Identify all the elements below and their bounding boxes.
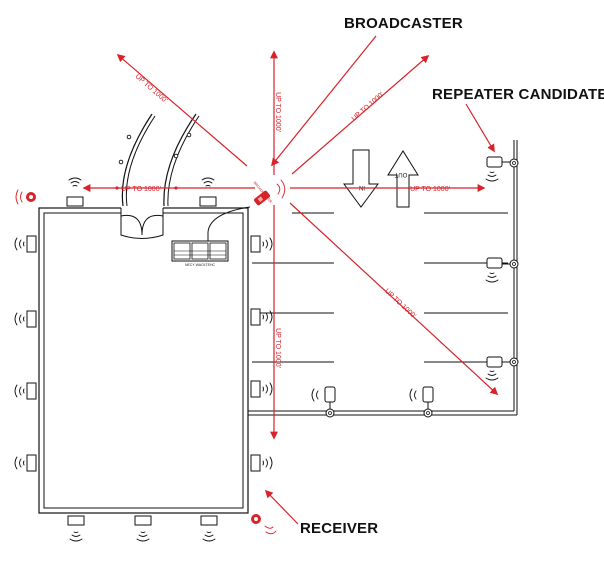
sensor-left-4 — [14, 454, 37, 472]
range-up-label: UP TO 1000' — [274, 92, 281, 132]
lot-sensors — [311, 386, 434, 418]
sensor-left-1 — [14, 235, 37, 253]
panel-caption: NECY WAOLTEHC — [185, 263, 216, 267]
repeater-candidate-label: REPEATER CANDIDATE — [432, 86, 604, 103]
in-label: IN — [359, 184, 365, 190]
sensor-bottom-2 — [134, 515, 152, 542]
out-arrow: OUT — [387, 150, 419, 208]
callouts: BROADCASTER REPEATER CANDIDATE RECEIVER — [264, 15, 604, 537]
gate-left — [118, 113, 156, 207]
sensor-top-2 — [199, 177, 217, 207]
repeater-candidates — [485, 156, 519, 381]
broadcaster-label: BROADCASTER — [344, 15, 463, 32]
receiver-top-left — [15, 189, 36, 205]
lot-sensor-1 — [311, 386, 336, 418]
sensor-left-2 — [14, 310, 37, 328]
sensor-bottom-3 — [200, 515, 218, 542]
receiver-label: RECEIVER — [300, 520, 378, 537]
range-upper-left-label: UP TO 1000' — [134, 73, 169, 104]
parking-lot — [248, 140, 518, 416]
sensor-right-1 — [250, 235, 273, 253]
control-panel: NECY WAOLTEHC — [171, 206, 251, 267]
out-label: OUT — [394, 171, 407, 177]
sensor-bottom-1 — [67, 515, 85, 542]
broadcaster-device: BROADCASTER — [253, 179, 286, 206]
sensor-left-3 — [14, 382, 37, 400]
repeater-2 — [485, 257, 519, 283]
sensor-top-1 — [66, 177, 84, 207]
range-upper-right-label: UP TO 1000' — [351, 91, 386, 122]
receiver-bottom-right — [251, 514, 277, 535]
lot-sensor-2 — [409, 386, 434, 418]
repeater-1 — [485, 156, 519, 182]
range-right-label: UP TO 1000' — [410, 186, 450, 193]
range-lower-right-label: UP TO 1000' — [383, 288, 417, 320]
sensor-right-3 — [250, 380, 273, 398]
range-down-label: UP TO 1000' — [274, 328, 281, 368]
sensor-right-2 — [250, 308, 273, 326]
range-left-label: UP TO 1000' — [121, 186, 161, 193]
sensors — [14, 177, 273, 542]
sensor-right-4 — [250, 454, 273, 472]
in-arrow: IN — [343, 149, 379, 208]
repeater-3 — [485, 356, 519, 381]
gate-right — [163, 113, 200, 207]
